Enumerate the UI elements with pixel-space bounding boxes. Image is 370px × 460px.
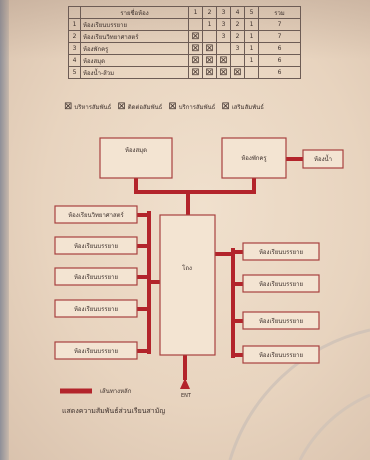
room-name: ห้องน้ำ-ส้วม bbox=[80, 66, 189, 79]
right-room-box bbox=[242, 345, 320, 364]
left-room-box bbox=[54, 341, 138, 360]
crossed-box-icon: ⊠ bbox=[221, 101, 230, 112]
teacher-room-box bbox=[221, 137, 287, 179]
toilet-box bbox=[302, 149, 344, 169]
main-routes bbox=[134, 157, 305, 380]
right-room-box bbox=[242, 311, 320, 330]
background-arc bbox=[298, 393, 370, 460]
teacher-room-label: ห้องพักครู bbox=[241, 155, 267, 162]
left-room-label: ห้องเรียนบรรยาย bbox=[74, 273, 118, 281]
left-room-box bbox=[54, 299, 138, 318]
right-room-box bbox=[242, 274, 320, 293]
crossed-box-icon: ⊠ bbox=[64, 101, 73, 112]
legend-item: ⊠ บริการสัมพันธ์ bbox=[168, 102, 215, 112]
left-room-box bbox=[54, 267, 138, 286]
row-total: 6 bbox=[258, 66, 301, 79]
left-room-label: ห้องเรียนบรรยาย bbox=[74, 347, 118, 355]
legend-label: ติดต่อสัมพันธ์ bbox=[127, 104, 163, 111]
library-box bbox=[99, 137, 173, 179]
legend-item: ⊠ ติดต่อสัมพันธ์ bbox=[117, 102, 162, 112]
crossed-box-icon: ⊠ bbox=[168, 101, 177, 112]
matrix-row: 3 ห้องพักครู ⊠ ⊠ 3 1 6 bbox=[68, 42, 301, 55]
legend-label: เสริมสัมพันธ์ bbox=[231, 104, 264, 111]
left-room-box bbox=[54, 236, 138, 255]
left-room-label: ห้องเรียนบรรยาย bbox=[74, 242, 118, 250]
room-boxes bbox=[54, 137, 344, 364]
legend-label: บริหารสัมพันธ์ bbox=[74, 104, 112, 111]
right-room-label: ห้องเรียนบรรยาย bbox=[259, 317, 303, 325]
library-label: ห้องสมุด bbox=[125, 147, 147, 154]
photo-edge bbox=[0, 0, 9, 460]
diagram-caption: แสดงความสัมพันธ์ส่วนเรียนสามัญ bbox=[62, 407, 165, 415]
route-legend-label: เส้นทางหลัก bbox=[100, 388, 132, 395]
hall-label: โถง bbox=[182, 264, 192, 272]
crossed-box-icon: ⊠ bbox=[117, 101, 126, 112]
toilet-label: ห้องน้ำ bbox=[314, 153, 332, 163]
left-room-label: ห้องเรียนบรรยาย bbox=[74, 305, 118, 313]
relationship-matrix: รายชื่อห้อง 1 2 3 4 5 รวม 1 ห้องเรียนบรร… bbox=[68, 6, 301, 79]
relation-cell: ⊠ bbox=[202, 66, 217, 79]
relation-legend: ⊠ บริหารสัมพันธ์ ⊠ ติดต่อสัมพันธ์ ⊠ บริก… bbox=[64, 101, 324, 113]
left-room-box bbox=[54, 205, 138, 224]
right-room-box bbox=[242, 242, 320, 261]
hall-box bbox=[159, 214, 216, 356]
right-room-label: ห้องเรียนบรรยาย bbox=[259, 248, 303, 256]
entrance-label: ENT bbox=[181, 393, 192, 399]
legend-label: บริการสัมพันธ์ bbox=[178, 104, 216, 111]
room-labels: ห้องสมุด ห้องพักครู ห้องน้ำ โถง ห้องเรีย… bbox=[68, 147, 332, 359]
matrix-row: 5 ห้องน้ำ-ส้วม ⊠ ⊠ ⊠ ⊠ 6 bbox=[68, 66, 301, 79]
entrance-arrow-icon bbox=[180, 378, 190, 389]
legend-item: ⊠ บริหารสัมพันธ์ bbox=[64, 102, 111, 112]
left-room-label: ห้องเรียนวิทยาศาสตร์ bbox=[68, 211, 124, 219]
right-room-label: ห้องเรียนบรรยาย bbox=[259, 280, 303, 288]
right-room-label: ห้องเรียนบรรยาย bbox=[259, 351, 303, 359]
background-arc bbox=[228, 328, 370, 460]
legend-item: ⊠ เสริมสัมพันธ์ bbox=[221, 102, 264, 112]
